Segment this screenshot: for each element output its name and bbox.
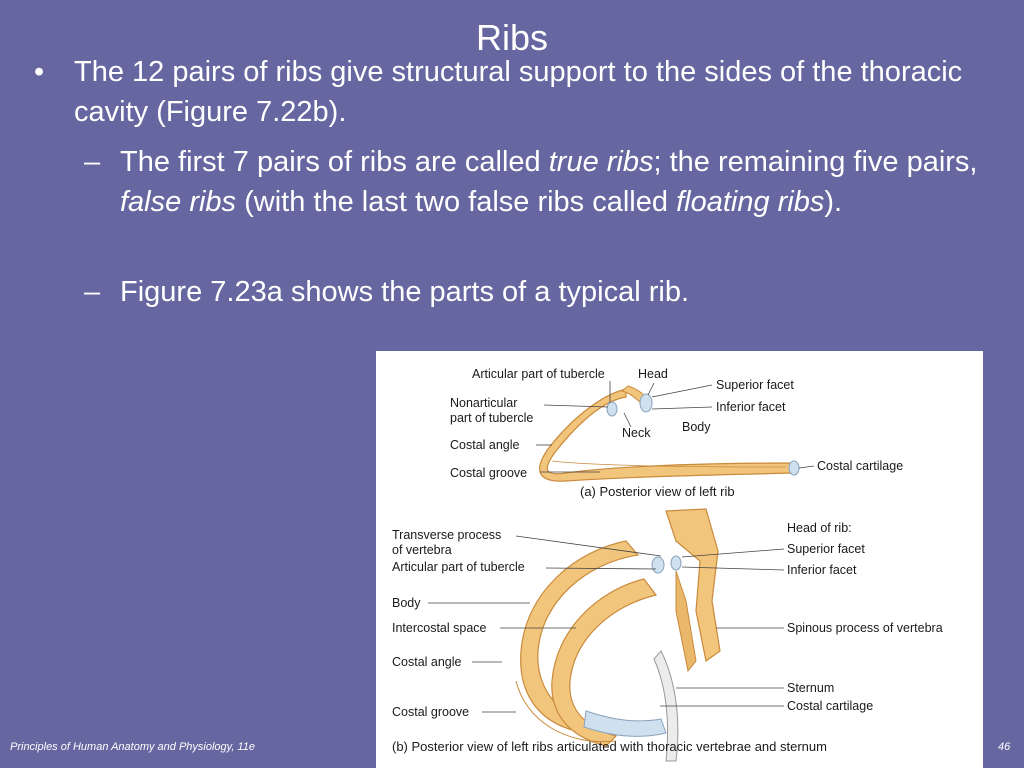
caption-panel-a: (a) Posterior view of left rib	[580, 484, 735, 499]
label-neck: Neck	[622, 426, 651, 440]
label-costal-groove-a: Costal groove	[450, 466, 527, 480]
text-part: (with the last two false ribs called	[236, 186, 677, 218]
label-inferior-facet-b: Inferior facet	[787, 563, 857, 577]
label-articular-part-b: Articular part of tubercle	[392, 560, 525, 574]
label-transverse-line1: Transverse process	[392, 528, 501, 542]
label-costal-angle-b: Costal angle	[392, 655, 462, 669]
sub-bullet-marker: –	[84, 146, 101, 178]
label-nonarticular-line1: Nonarticular	[450, 396, 517, 410]
text-part: ; the remaining five pairs,	[653, 146, 978, 178]
label-sternum: Sternum	[787, 681, 834, 695]
bullet-marker: •	[34, 56, 45, 88]
panel-b-leaders	[428, 535, 785, 713]
label-costal-cartilage-b: Costal cartilage	[787, 699, 873, 713]
text-part: ).	[824, 186, 843, 218]
sub-bullet-text: Figure 7.23a shows the parts of a typica…	[120, 276, 690, 308]
label-body-b: Body	[392, 596, 421, 610]
caption-panel-b: (b) Posterior view of left ribs articula…	[392, 739, 827, 754]
bullet-text: The 12 pairs of ribs give structural sup…	[74, 56, 963, 128]
label-costal-cartilage-a: Costal cartilage	[817, 459, 903, 473]
sub-bullet-text: The first 7 pairs of ribs are called tru…	[120, 142, 980, 222]
label-costal-angle-a: Costal angle	[450, 438, 520, 452]
label-body-a: Body	[682, 420, 711, 434]
label-superior-facet-a: Superior facet	[716, 378, 794, 392]
rib-illustration: Articular part of tubercle Head Superior…	[392, 367, 943, 762]
sub-bullet-marker: –	[84, 276, 101, 308]
label-head-of-rib: Head of rib:	[787, 521, 852, 535]
text-part: The first 7 pairs of ribs are called	[120, 146, 549, 178]
term-true-ribs: true ribs	[548, 146, 654, 178]
label-superior-facet-b: Superior facet	[787, 542, 865, 556]
label-spinous-process: Spinous process of vertebra	[787, 621, 943, 635]
label-intercostal-space: Intercostal space	[392, 621, 487, 635]
slide-title: Ribs	[475, 17, 549, 58]
label-head-a: Head	[638, 367, 668, 381]
label-transverse-line2: of vertebra	[392, 543, 452, 557]
footer-book-title: Principles of Human Anatomy and Physiolo…	[10, 741, 255, 753]
label-nonarticular-line2: part of tubercle	[450, 411, 533, 425]
page-number: 46	[998, 741, 1011, 753]
label-articular-part-a: Articular part of tubercle	[472, 367, 605, 381]
panel-b-skeleton	[515, 508, 721, 762]
label-costal-groove-b: Costal groove	[392, 705, 469, 719]
rib-figure: Articular part of tubercle Head Superior…	[376, 351, 983, 768]
term-floating-ribs: floating ribs	[676, 186, 825, 218]
label-inferior-facet-a: Inferior facet	[716, 400, 786, 414]
term-false-ribs: false ribs	[120, 186, 237, 218]
panel-a-leaders	[536, 381, 815, 473]
